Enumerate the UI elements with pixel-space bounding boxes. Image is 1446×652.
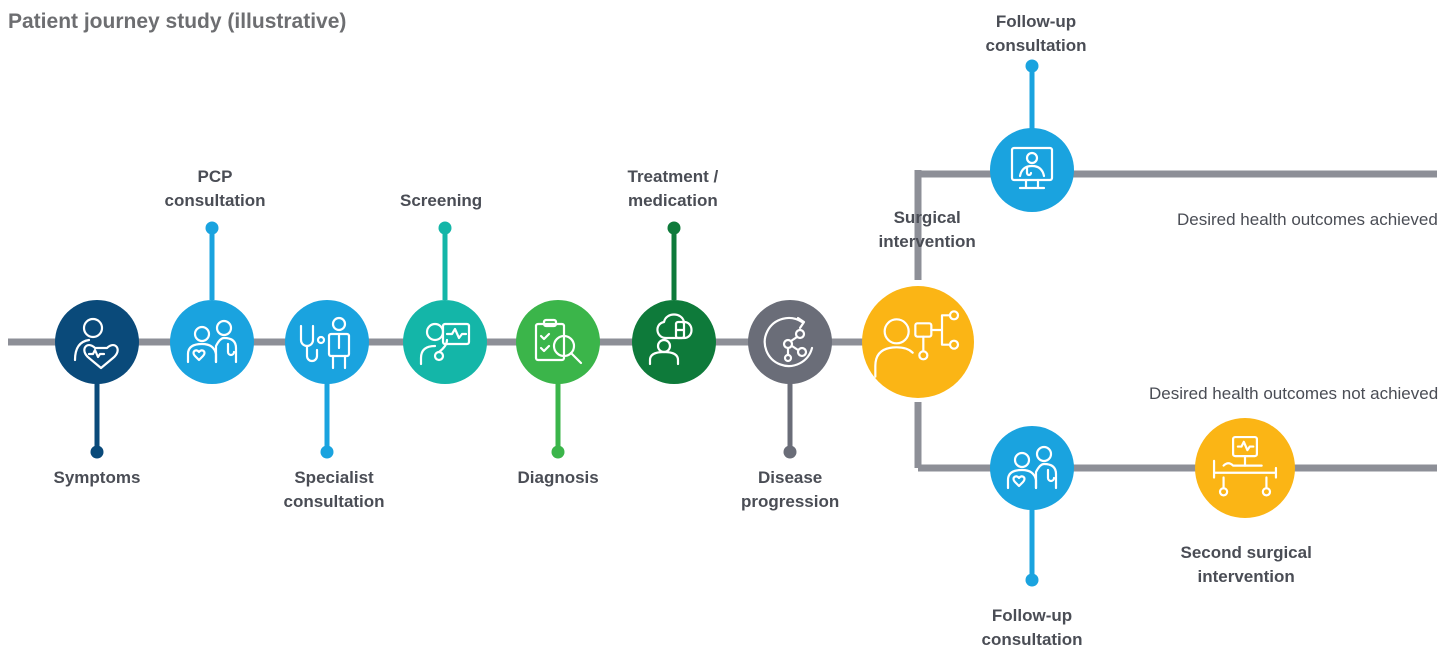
node-circle: [748, 300, 832, 384]
node-circle: [990, 128, 1074, 212]
progression-network-icon: [763, 316, 814, 368]
stem-dot-screening: [438, 221, 452, 235]
node-medication-pill: [632, 300, 716, 384]
step-label-symptoms: Symptoms: [53, 468, 141, 487]
step-nodes: [55, 128, 1295, 518]
stem-dot-symptoms: [90, 445, 104, 459]
node-stethoscope-doctor: [285, 300, 369, 384]
node-person-heart: [55, 300, 139, 384]
step-label-diagnosis: Diagnosis: [517, 468, 599, 487]
node-circle: [990, 426, 1074, 510]
step-label-screening: Screening: [400, 191, 483, 210]
node-screening-monitor: [403, 300, 487, 384]
hospital-bed-icon: [1212, 435, 1278, 497]
stem-dot-followup-top: [1025, 59, 1039, 73]
outcome-achieved-text: Desired health outcomes achieved: [1177, 210, 1438, 229]
node-surgeon-flowchart: [862, 286, 974, 398]
node-circle: [403, 300, 487, 384]
stem-dot-pcp: [205, 221, 219, 235]
telehealth-monitor-icon: [1010, 146, 1054, 190]
node-telehealth-monitor: [990, 128, 1074, 212]
surgeon-flowchart-icon: [874, 310, 960, 378]
node-circle: [285, 300, 369, 384]
node-circle: [170, 300, 254, 384]
stem-dot-diagnosis: [551, 445, 565, 459]
node-circle: [55, 300, 139, 384]
node-circle: [632, 300, 716, 384]
person-heart-icon: [73, 317, 119, 370]
node-circle: [516, 300, 600, 384]
stem-dot-treatment: [667, 221, 681, 235]
node-hospital-bed: [1195, 418, 1295, 518]
stem-dot-progression: [783, 445, 797, 459]
node-circle: [1195, 418, 1295, 518]
stethoscope-doctor-icon: [299, 316, 351, 370]
screening-monitor-icon: [419, 322, 471, 366]
node-circle: [862, 286, 974, 398]
node-clipboard-magnifier: [516, 300, 600, 384]
medication-pill-icon: [648, 313, 693, 366]
clipboard-magnifier-icon: [534, 318, 583, 365]
node-patient-doctor: [990, 426, 1074, 510]
patient-doctor-icon: [186, 319, 238, 364]
node-patient-doctor: [170, 300, 254, 384]
outcome-not-achieved-text: Desired health outcomes not achieved: [1149, 384, 1439, 403]
step-label-treatment-medication: Treatment /medication: [627, 167, 719, 210]
stem-dot-specialist: [320, 445, 334, 459]
patient-doctor-icon: [1006, 445, 1058, 490]
node-progression-network: [748, 300, 832, 384]
stem-dot-followup-bottom: [1025, 573, 1039, 587]
page-title: Patient journey study (illustrative): [8, 10, 347, 33]
